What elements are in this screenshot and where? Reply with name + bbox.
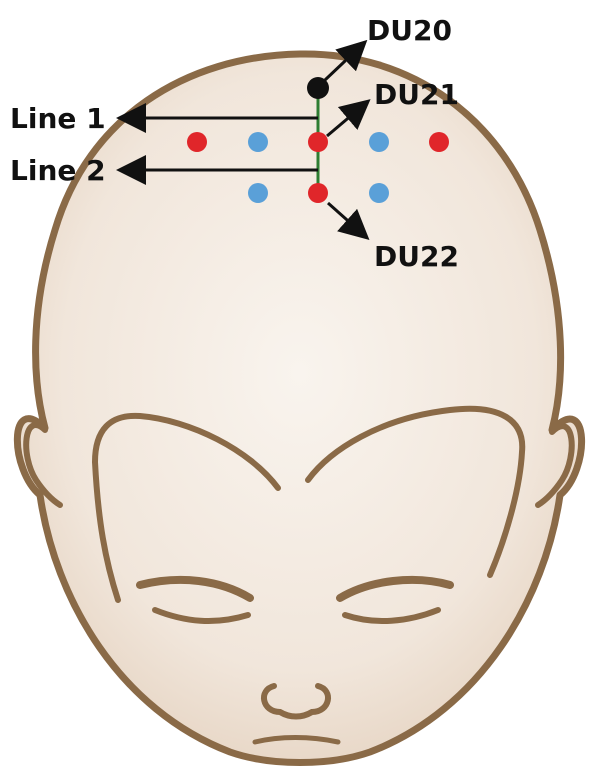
line2-point-right — [369, 183, 389, 203]
line1-point-left — [248, 132, 268, 152]
label-du21: DU21 — [374, 78, 459, 111]
line1-point-far-left — [187, 132, 207, 152]
du20-point — [307, 77, 329, 99]
line2-point-left — [248, 183, 268, 203]
du22-point — [308, 183, 328, 203]
label-du20: DU20 — [367, 14, 452, 47]
line1-point-far-right — [429, 132, 449, 152]
line1-point-right — [369, 132, 389, 152]
du21-point — [308, 132, 328, 152]
label-line2: Line 2 — [10, 154, 106, 187]
label-line1: Line 1 — [10, 102, 106, 135]
label-du22: DU22 — [374, 240, 459, 273]
